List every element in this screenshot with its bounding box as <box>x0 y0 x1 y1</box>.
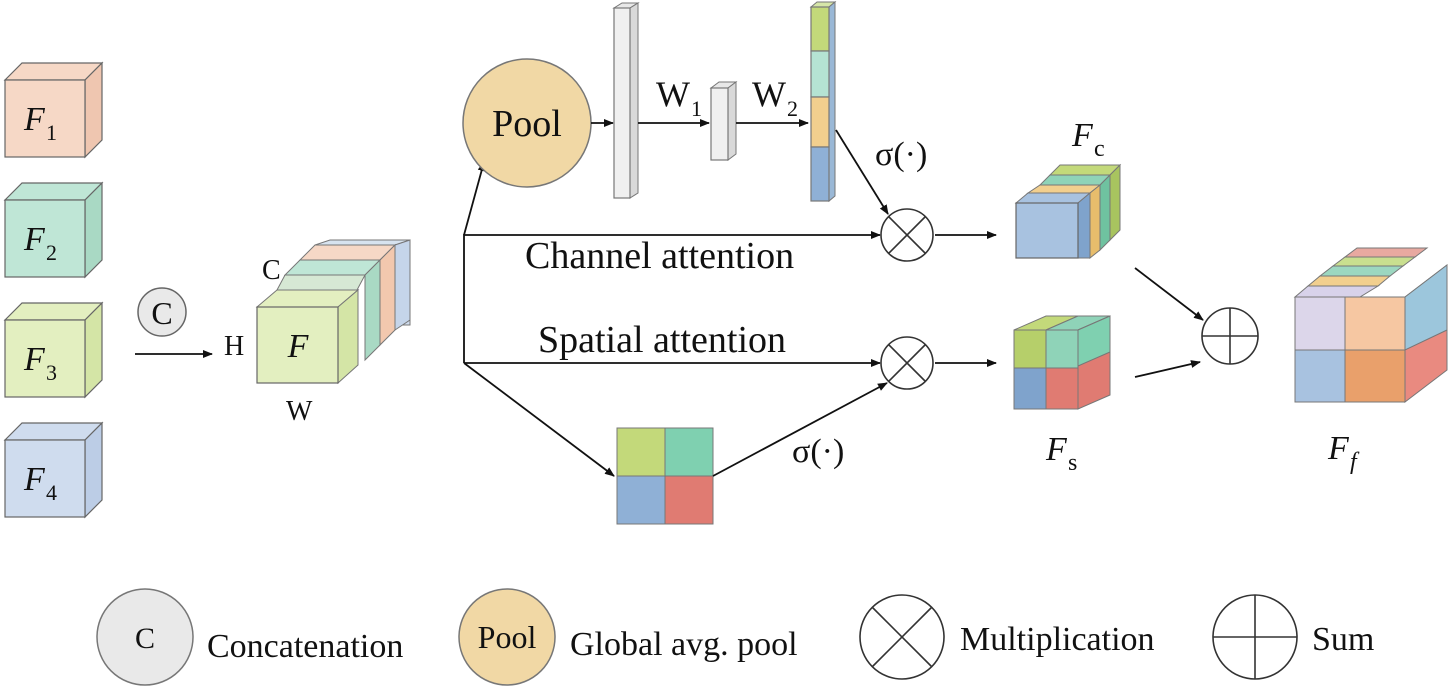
fc-symbol: F <box>1071 117 1094 154</box>
legend-concat-label: Concatenation <box>207 628 403 665</box>
input-cube-f2-subscript: 2 <box>46 240 57 265</box>
input-cube-f4-symbol: F <box>23 461 46 498</box>
fused-output-cube <box>1293 247 1448 404</box>
input-cube-f4-subscript: 4 <box>46 480 57 505</box>
concat-node-symbol: C <box>151 295 172 331</box>
legend-sum-label: Sum <box>1312 621 1374 658</box>
feature-label-w: W <box>286 396 313 427</box>
channel-weight-vector <box>809 0 837 203</box>
legend-pool-label: Global avg. pool <box>570 626 798 663</box>
arrow-channel-weights-to-mult <box>835 129 889 215</box>
arrow-to-pool <box>463 161 486 236</box>
fc-subscript: c <box>1094 136 1105 162</box>
input-cube-f3-subscript: 3 <box>46 360 57 385</box>
spatial-multiply-node <box>880 336 934 390</box>
feature-cube: F <box>255 239 411 385</box>
legend-multiplication-label: Multiplication <box>960 621 1155 658</box>
w2-subscript: 2 <box>787 96 798 121</box>
input-cube-f1-symbol: F <box>23 101 46 138</box>
spatial-sigma-label: σ(·) <box>792 433 844 470</box>
input-cube-f2-symbol: F <box>23 221 46 258</box>
spatial-output-cube <box>1013 315 1111 410</box>
input-cube-f1: F 1 <box>3 61 104 159</box>
fs-symbol: F <box>1045 431 1068 468</box>
legend-item-pool: Pool Global avg. pool <box>458 588 798 686</box>
pool-node: Pool <box>462 58 592 188</box>
input-cube-f3: F 3 <box>3 301 104 399</box>
concat-node: C <box>137 287 187 337</box>
sum-node <box>1201 307 1259 365</box>
channel-sigma-label: σ(·) <box>875 136 927 173</box>
feature-symbol: F <box>287 328 310 365</box>
pooled-vector <box>612 2 640 199</box>
legend-item-sum: Sum <box>1212 594 1374 680</box>
arrow-fc-to-sum <box>1134 267 1204 321</box>
bottleneck-vector <box>709 81 738 161</box>
w2-label: W <box>752 74 786 114</box>
channel-attention-label: Channel attention <box>525 235 794 277</box>
feature-label-h: H <box>224 331 244 362</box>
ff-symbol: F <box>1327 430 1350 467</box>
fs-subscript: s <box>1068 450 1077 476</box>
channel-output-cube <box>1014 163 1122 260</box>
arrow-to-spatial-map <box>463 362 615 477</box>
feature-label-c: C <box>262 255 281 286</box>
ff-subscript: f <box>1350 449 1360 475</box>
legend-pool-symbol: Pool <box>478 619 537 655</box>
legend-item-concatenation: C Concatenation <box>96 588 403 686</box>
input-cube-f1-subscript: 1 <box>46 120 57 145</box>
w1-subscript: 1 <box>691 96 702 121</box>
spatial-weight-map <box>616 427 714 525</box>
input-cube-f3-symbol: F <box>23 341 46 378</box>
arrow-fs-to-sum <box>1134 360 1201 378</box>
input-cube-f4: F 4 <box>3 421 104 519</box>
spatial-attention-label: Spatial attention <box>538 319 786 361</box>
w1-label: W <box>656 74 690 114</box>
channel-multiply-node <box>880 208 934 262</box>
input-cube-f2: F 2 <box>3 181 104 279</box>
legend: C Concatenation Pool Global avg. pool Mu… <box>96 588 1374 686</box>
legend-concat-symbol: C <box>135 622 155 655</box>
pool-node-label: Pool <box>492 103 562 145</box>
arrow-spatial-map-to-mult <box>712 382 888 477</box>
legend-item-multiplication: Multiplication <box>859 594 1155 680</box>
